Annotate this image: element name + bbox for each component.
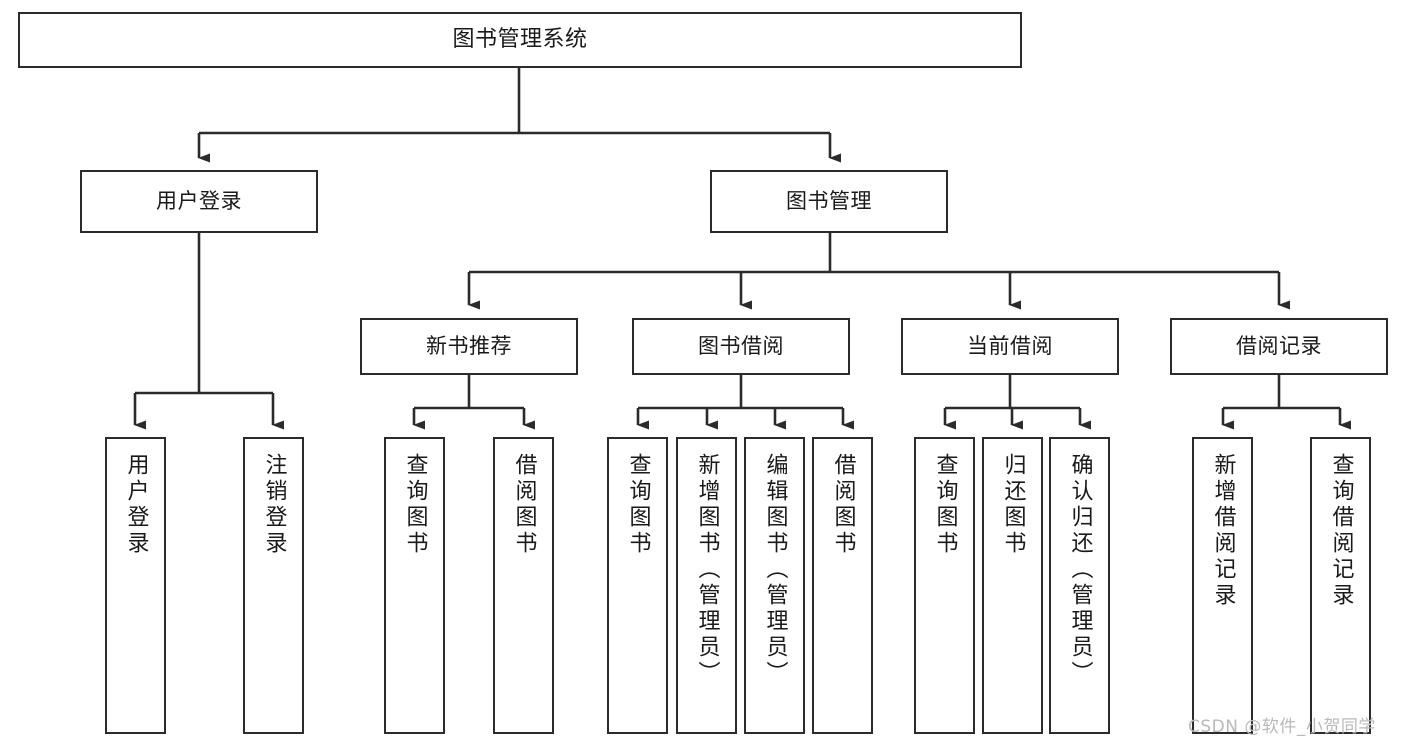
node-user-login[interactable]: 用户登录 (80, 170, 318, 233)
node-new-book-recommend[interactable]: 新书推荐 (360, 318, 578, 375)
node-leaf-query-book-1[interactable]: 查询图书 (384, 437, 445, 734)
watermark-credit: CSDN @软件_小贺同学 (1188, 717, 1376, 737)
node-label: 注销登录 (261, 453, 287, 557)
node-label: 借阅图书 (830, 453, 856, 557)
node-label: 图书借阅 (698, 334, 784, 359)
node-current-borrow[interactable]: 当前借阅 (901, 318, 1119, 375)
node-leaf-query-book-3[interactable]: 查询图书 (914, 437, 975, 734)
node-label: 新书推荐 (426, 334, 512, 359)
node-leaf-confirm-return[interactable]: 确认归还（管理员） (1049, 437, 1110, 734)
node-leaf-borrow-book-1[interactable]: 借阅图书 (493, 437, 554, 734)
node-label: 用户登录 (123, 453, 149, 557)
node-label: 查询图书 (625, 453, 651, 557)
node-leaf-query-book-2[interactable]: 查询图书 (607, 437, 668, 734)
node-leaf-add-book[interactable]: 新增图书（管理员） (676, 437, 737, 734)
node-borrow-record[interactable]: 借阅记录 (1170, 318, 1388, 375)
node-root-book-management-system[interactable]: 图书管理系统 (18, 12, 1022, 68)
node-label: 图书管理系统 (452, 27, 588, 53)
node-label: 图书管理 (786, 189, 872, 214)
node-label: 当前借阅 (967, 334, 1053, 359)
node-leaf-borrow-book-2[interactable]: 借阅图书 (812, 437, 873, 734)
node-leaf-return-book[interactable]: 归还图书 (982, 437, 1043, 734)
node-label: 借阅图书 (511, 453, 537, 557)
node-leaf-user-login[interactable]: 用户登录 (105, 437, 166, 734)
node-label: 编辑图书（管理员） (762, 453, 788, 687)
node-leaf-query-borrow-record[interactable]: 查询借阅记录 (1310, 437, 1371, 734)
node-leaf-add-borrow-record[interactable]: 新增借阅记录 (1192, 437, 1253, 734)
node-label: 查询图书 (932, 453, 958, 557)
node-label: 新增图书（管理员） (694, 453, 720, 687)
node-label: 用户登录 (156, 189, 242, 214)
node-label: 归还图书 (1000, 453, 1026, 557)
node-label: 查询图书 (402, 453, 428, 557)
node-leaf-logout-login[interactable]: 注销登录 (243, 437, 304, 734)
node-leaf-edit-book[interactable]: 编辑图书（管理员） (744, 437, 805, 734)
node-label: 查询借阅记录 (1328, 453, 1354, 609)
node-label: 新增借阅记录 (1210, 453, 1236, 609)
node-label: 借阅记录 (1236, 334, 1322, 359)
node-book-borrow[interactable]: 图书借阅 (632, 318, 850, 375)
node-book-management[interactable]: 图书管理 (710, 170, 948, 233)
node-label: 确认归还（管理员） (1067, 453, 1093, 687)
